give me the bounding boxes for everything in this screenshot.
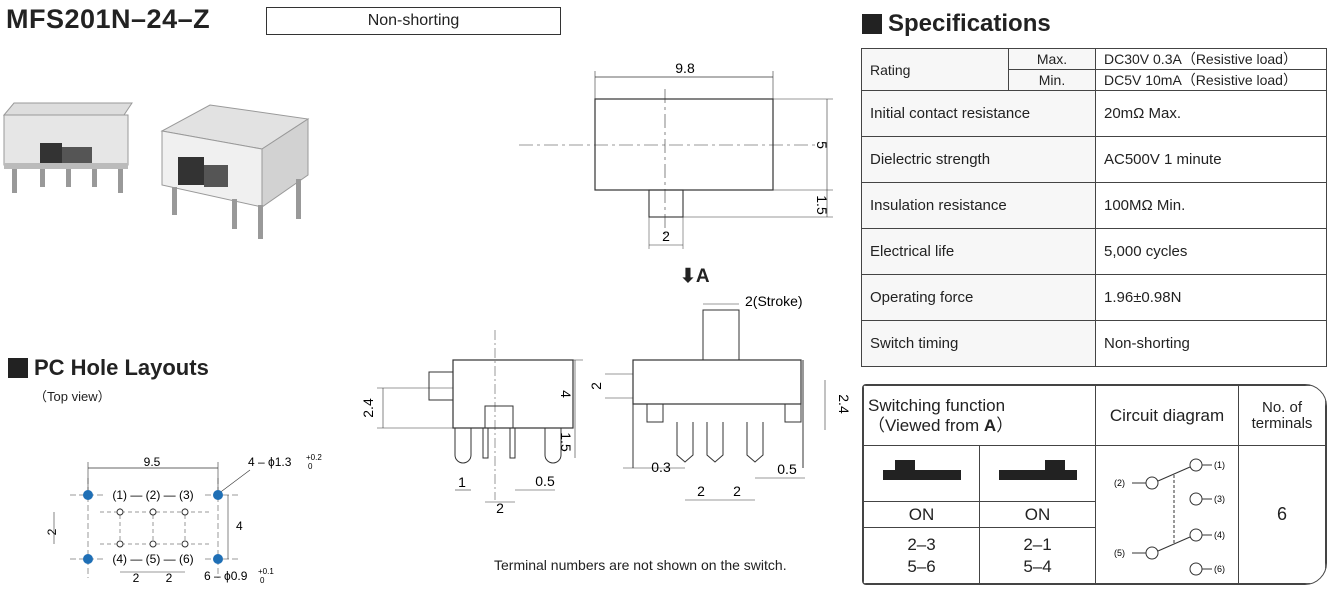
large-hole: [83, 490, 93, 500]
pc-hole-diagram: 9.5 4 – ϕ1.3 +0.2 0 (1) — (2) — (3) (4) …: [45, 453, 322, 585]
spec-value: 5,000 cycles: [1095, 228, 1327, 275]
knob-outline: [648, 189, 684, 218]
spec-value: 20mΩ Max.: [1095, 90, 1327, 137]
terminal-row-top: (1) — (2) — (3): [112, 488, 193, 502]
spec-sublabel: Min.: [1008, 69, 1096, 91]
dim-left-w2: 2: [496, 500, 504, 516]
square-bullet-icon: [862, 14, 882, 34]
spec-label: Switch timing: [861, 320, 1096, 367]
circuit-label: (6): [1214, 564, 1225, 574]
position-2-state: ON: [979, 501, 1096, 528]
pc-hole-subtitle: （Top view）: [34, 389, 111, 404]
header-circuit: Circuit diagram: [1095, 385, 1239, 446]
dim-right-h1: 2: [588, 382, 604, 390]
large-hole: [83, 554, 93, 564]
terminal-row-bottom: (4) — (5) — (6): [112, 552, 193, 566]
small-hole: [116, 508, 124, 516]
right-view: 2(Stroke) 2 2.4 0.3 2 2 0.5: [588, 293, 852, 501]
dim-left-w1: 1: [458, 474, 466, 490]
spec-value: 100MΩ Min.: [1095, 182, 1327, 229]
timing-badge: Non-shorting: [266, 7, 561, 35]
small-hole: [149, 540, 157, 548]
dim-right-w2: 2: [697, 483, 705, 499]
dim-pitch-a: 2: [133, 571, 140, 585]
position-2-graphic: [979, 445, 1096, 502]
spec-value: DC30V 0.3A（Resistive load）: [1095, 48, 1327, 70]
switch-photo-front: [2, 102, 133, 193]
dim-top-knob-w: 2: [662, 228, 670, 244]
small-hole: [181, 540, 189, 548]
terminal-note: Terminal numbers are not shown on the sw…: [494, 557, 787, 573]
dim-top-width: 9.8: [675, 60, 695, 76]
specifications-title: Specifications: [862, 10, 1051, 38]
dim-top-knob: 1.5: [814, 195, 830, 215]
terminal-count: 6: [1238, 445, 1326, 584]
spec-value: 1.96±0.98N: [1095, 274, 1327, 321]
circuit-label: (2): [1114, 478, 1125, 488]
dim-right-w4: 0.5: [777, 461, 797, 477]
large-hole: [213, 490, 223, 500]
left-view: 2.4 4 1.5 1 2 0.5: [360, 330, 583, 516]
dim-left-h3: 1.5: [558, 432, 574, 452]
hole-large-tol-top: +0.2: [306, 453, 322, 462]
spec-value: DC5V 10mA（Resistive load）: [1095, 69, 1327, 91]
position-1-state: ON: [863, 501, 980, 528]
hole-small-tol-bot: 0: [260, 576, 265, 585]
hole-small-tol-top: +0.1: [258, 567, 274, 576]
spec-label: Initial contact resistance: [861, 90, 1096, 137]
model-number: MFS201N–24–Z: [6, 4, 211, 34]
hole-large-label: 4 – ϕ1.3: [248, 455, 292, 469]
switch-photo-angle: [160, 104, 310, 239]
dim-right-w3: 2: [733, 483, 741, 499]
large-hole: [213, 554, 223, 564]
product-photo: [2, 102, 310, 239]
down-arrow-icon: ⬇: [680, 266, 696, 287]
dim-right-w1: 0.3: [651, 459, 671, 475]
square-bullet-icon: [8, 358, 28, 378]
position-1-graphic: [863, 445, 980, 502]
dim-left-w3: 0.5: [535, 473, 555, 489]
spec-value: Non-shorting: [1095, 320, 1327, 367]
hole-large-tol-bot: 0: [308, 462, 313, 471]
spec-label: Insulation resistance: [861, 182, 1096, 229]
spec-value: AC500V 1 minute: [1095, 136, 1327, 183]
dim-right-h2: 2.4: [836, 394, 852, 414]
top-view-drawing: 9.8 5 1.5 2: [519, 60, 833, 249]
circuit-label: (5): [1114, 548, 1125, 558]
circuit-label: (3): [1214, 494, 1225, 504]
view-a-label: ⬇A: [680, 266, 710, 287]
specifications-table: Rating Max. DC30V 0.3A（Resistive load） M…: [861, 48, 1327, 367]
dim-stroke: 2(Stroke): [745, 293, 803, 309]
small-hole: [181, 508, 189, 516]
hole-small-label: 6 – ϕ0.9: [204, 569, 248, 583]
dim-top-height: 5: [814, 141, 830, 149]
pc-hole-title: PC Hole Layouts: [8, 355, 209, 381]
dim-height-left: 2: [45, 528, 59, 535]
spec-label: Rating: [861, 48, 1009, 91]
circuit-label: (4): [1214, 530, 1225, 540]
switch-body-outline: [594, 98, 774, 191]
switching-function-table: Switching function （Viewed from A） Circu…: [862, 384, 1327, 585]
dim-pitch-b: 2: [166, 571, 173, 585]
circuit-label: (1): [1214, 460, 1225, 470]
circuit-diagram: (1) (2) (3) (4) (5) (6): [1095, 445, 1239, 584]
side-view-drawing: 2.4 4 1.5 1 2 0.5 2(Stroke) 2 2.4 0.3 2 …: [360, 293, 852, 516]
dim-left-h2: 4: [558, 390, 574, 398]
spec-label: Operating force: [861, 274, 1096, 321]
spec-label: Electrical life: [861, 228, 1096, 275]
dim-width-label: 9.5: [144, 455, 161, 469]
header-function: Switching function （Viewed from A）: [863, 385, 1096, 446]
small-hole: [149, 508, 157, 516]
dim-left-h1: 2.4: [360, 398, 376, 418]
header-terminals: No. of terminals: [1238, 385, 1326, 446]
spec-sublabel: Max.: [1008, 48, 1096, 70]
small-hole: [116, 540, 124, 548]
spec-label: Dielectric strength: [861, 136, 1096, 183]
dim-height-right: 4: [236, 519, 243, 533]
